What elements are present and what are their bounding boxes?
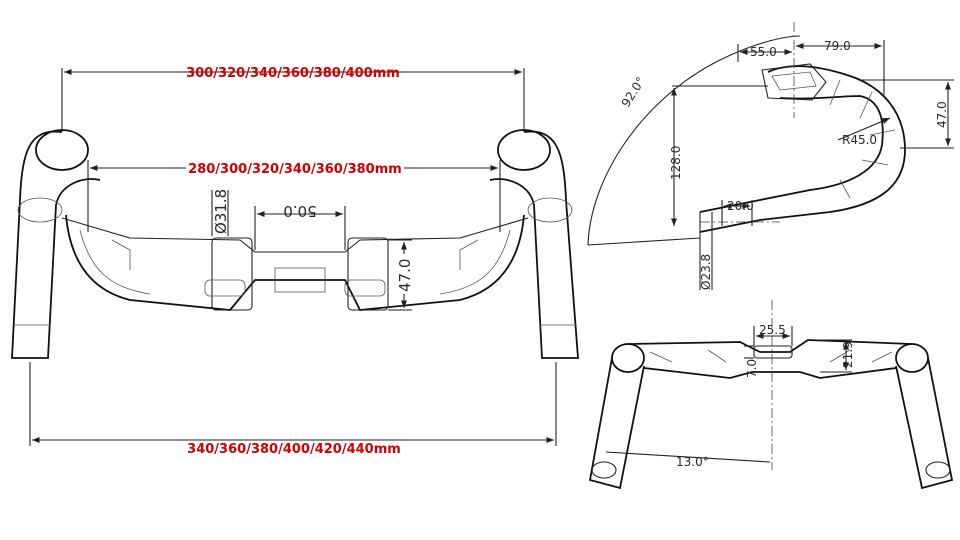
clamp-diameter-label: Ø31.8	[212, 189, 230, 234]
left-top-end	[611, 343, 645, 373]
right-clamp-zone	[347, 237, 389, 311]
side-bar-profile	[699, 65, 906, 233]
top-front-edge	[627, 339, 913, 353]
right-drop-top	[895, 357, 954, 490]
right-top-end	[895, 343, 929, 373]
left-drop-top	[588, 357, 645, 490]
top-view: 25.5 7.0 21.9 13.0°	[588, 300, 954, 490]
flare-angle-label: 13.0°	[676, 455, 709, 469]
center-window	[274, 267, 326, 293]
rise-label: 21.9	[841, 341, 855, 368]
ramp-label: 20.0	[727, 199, 754, 213]
drop-angle-arc	[587, 35, 801, 246]
top-height-label: 47.0	[935, 101, 949, 128]
right-drop	[489, 129, 579, 359]
center-width-label: 50.0	[283, 202, 316, 220]
hood-width-label: 280/300/320/340/360/380mm	[188, 162, 402, 177]
end-diameter-label: Ø23.8	[699, 254, 713, 290]
left-drop	[11, 129, 101, 359]
top-section	[65, 214, 525, 311]
front-view: 300/320/340/360/380/400mm 280/300/320/34…	[11, 66, 579, 457]
reach-label: 79.0	[824, 39, 851, 53]
stem-clamp-profile	[761, 63, 827, 101]
offset-label: 55.0	[750, 45, 777, 59]
drop-angle-label: 92.0°	[619, 74, 648, 109]
bar-height-label: 47.0	[396, 259, 414, 292]
slot-width-label: 25.5	[759, 323, 786, 337]
top-rear-edge	[643, 367, 897, 379]
top-width-label: 300/320/340/360/380/400mm	[186, 66, 400, 81]
side-view: 92.0° 55.0 79.0 47.0 R45.0 128.0 20.0	[587, 22, 954, 290]
slot-height-label: 7.0	[745, 359, 759, 378]
left-port	[204, 279, 246, 297]
drop-label: 128.0	[669, 146, 683, 180]
left-clamp-zone	[211, 237, 253, 311]
center-slot	[753, 345, 793, 359]
bend-radius-label: R45.0	[842, 133, 877, 147]
drop-width-label: 340/360/380/400/420/440mm	[187, 442, 401, 457]
right-port	[344, 279, 386, 297]
